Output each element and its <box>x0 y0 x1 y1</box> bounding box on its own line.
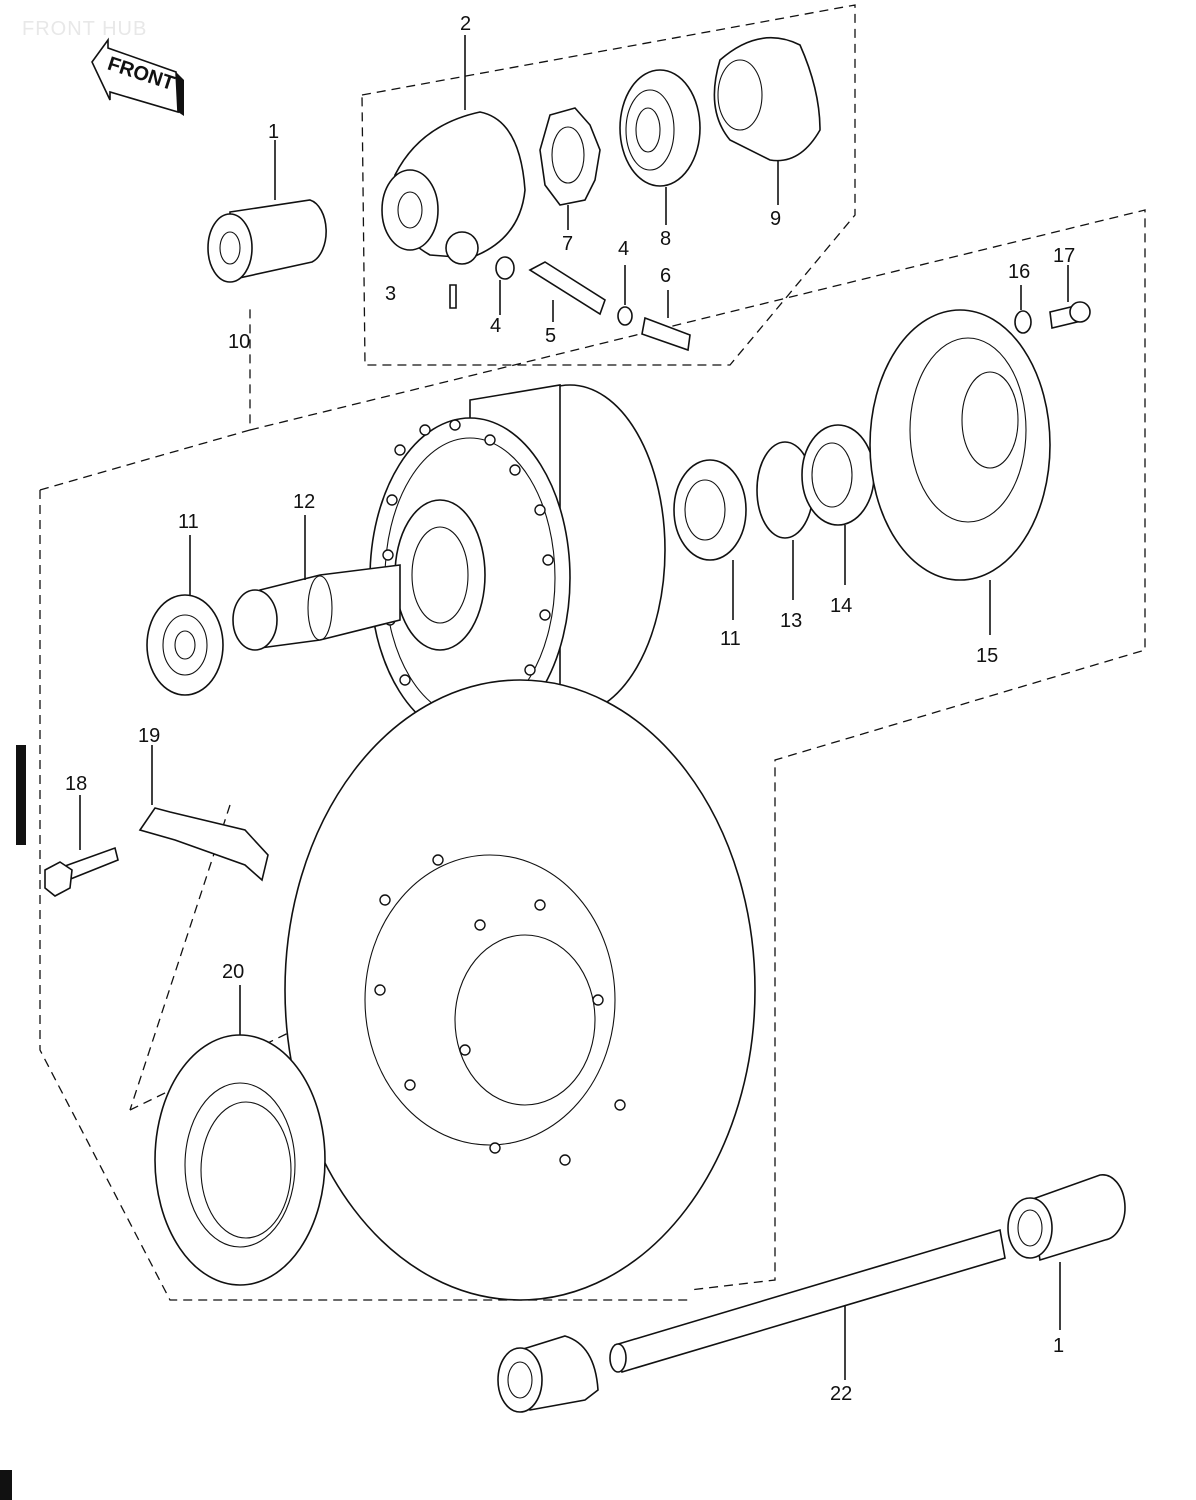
callout-8: 8 <box>660 228 671 250</box>
callout-1: 1 <box>268 121 279 143</box>
part-11-bearing-left <box>146 535 224 696</box>
callout-9: 9 <box>770 208 781 230</box>
callout-3: 3 <box>385 283 396 305</box>
part-19-lock-plate <box>138 745 269 882</box>
axle-collar <box>497 1335 599 1413</box>
callout-labels: 2 1 3 4 4 5 6 7 8 9 10 11 11 12 13 14 15… <box>65 13 1075 1405</box>
part-1-spacer-upper <box>207 140 327 283</box>
callout-11: 11 <box>720 628 741 650</box>
front-arrow-sign: FRONT <box>91 37 184 116</box>
scan-mark <box>0 1470 12 1500</box>
callout-16: 16 <box>1008 261 1030 283</box>
callout-19: 19 <box>138 725 160 747</box>
callout-5: 5 <box>545 325 556 347</box>
small-parts-3-to-6 <box>449 256 691 352</box>
hub-body <box>369 384 666 739</box>
speedometer-drive-plate <box>713 37 821 205</box>
scan-mark <box>16 745 26 845</box>
callout-6: 6 <box>660 265 671 287</box>
part-1-spacer-lower <box>1007 1174 1126 1330</box>
part-17-screw <box>1049 265 1091 329</box>
callout-2: 2 <box>460 13 471 35</box>
brake-disc <box>284 679 756 1301</box>
callout-10: 10 <box>228 331 250 353</box>
callout-13: 13 <box>780 610 802 632</box>
callout-12: 12 <box>293 491 315 513</box>
callout-17: 17 <box>1053 245 1075 267</box>
gear-housing-bearing <box>619 69 701 225</box>
page-title: FRONT HUB <box>22 18 148 40</box>
disc-holes <box>374 854 626 1166</box>
speedometer-gear-housing <box>381 35 526 265</box>
callout-11: 11 <box>178 511 199 533</box>
part-18-bolt <box>44 795 119 897</box>
part-12-spacer <box>232 515 401 651</box>
callout-15: 15 <box>976 645 998 667</box>
speedometer-pinion-gear <box>539 107 601 230</box>
callout-20: 20 <box>222 961 244 983</box>
part-15-cover <box>869 309 1051 635</box>
callout-14: 14 <box>830 595 852 617</box>
callout-4: 4 <box>490 315 501 337</box>
callout-1: 1 <box>1053 1335 1064 1357</box>
callout-4: 4 <box>618 238 629 260</box>
callout-22: 22 <box>830 1383 852 1405</box>
part-20-hub-plate <box>154 985 326 1286</box>
callout-7: 7 <box>562 233 573 255</box>
part-16-washer <box>1014 285 1032 334</box>
part-11-bearing-right <box>673 459 747 620</box>
part-22-axle <box>609 1228 1006 1380</box>
part-14-bearing <box>801 424 875 585</box>
callout-18: 18 <box>65 773 87 795</box>
